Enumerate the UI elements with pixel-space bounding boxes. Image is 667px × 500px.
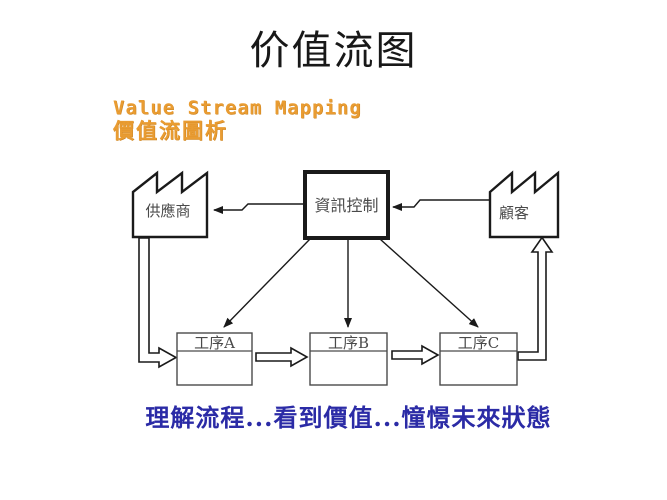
value-stream-diagram: 供應商 顧客 資訊控制 工序A 工序B 工序C: [131, 170, 560, 386]
subtitle-block: Value Stream Mapping 價值流圖析: [113, 97, 362, 144]
material-flow-arrow-c-to-customer: [517, 236, 554, 361]
info-arrow-customer-to-control: [392, 199, 490, 211]
info-control-box: [303, 170, 390, 240]
process-box-a: 工序A: [176, 332, 253, 386]
customer-label: 顧客: [499, 204, 529, 222]
subtitle-english: Value Stream Mapping: [113, 97, 362, 119]
customer-factory-icon: [488, 170, 560, 239]
info-arrow-control-to-supplier: [213, 203, 305, 214]
process-box-b: 工序B: [309, 332, 388, 386]
material-flow-arrow-supplier-to-a: [138, 237, 178, 369]
process-a-label: 工序A: [194, 334, 235, 352]
info-control-label: 資訊控制: [314, 196, 378, 215]
info-arrow-control-to-process-c: [379, 238, 479, 328]
page-title: 价值流图: [249, 28, 418, 74]
supplier-label: 供應商: [145, 202, 190, 220]
slide-caption: 理解流程...看到價值...憧憬未來狀態: [145, 403, 552, 432]
process-c-label: 工序C: [458, 334, 499, 352]
material-flow-arrow-a-to-b: [255, 346, 309, 368]
process-b-label: 工序B: [328, 334, 369, 352]
process-box-c: 工序C: [439, 332, 518, 386]
material-flow-arrow-b-to-c: [391, 344, 440, 366]
subtitle-chinese: 價值流圖析: [113, 118, 228, 144]
info-arrow-control-to-process-a: [223, 238, 311, 328]
supplier-factory-icon: [131, 170, 209, 239]
